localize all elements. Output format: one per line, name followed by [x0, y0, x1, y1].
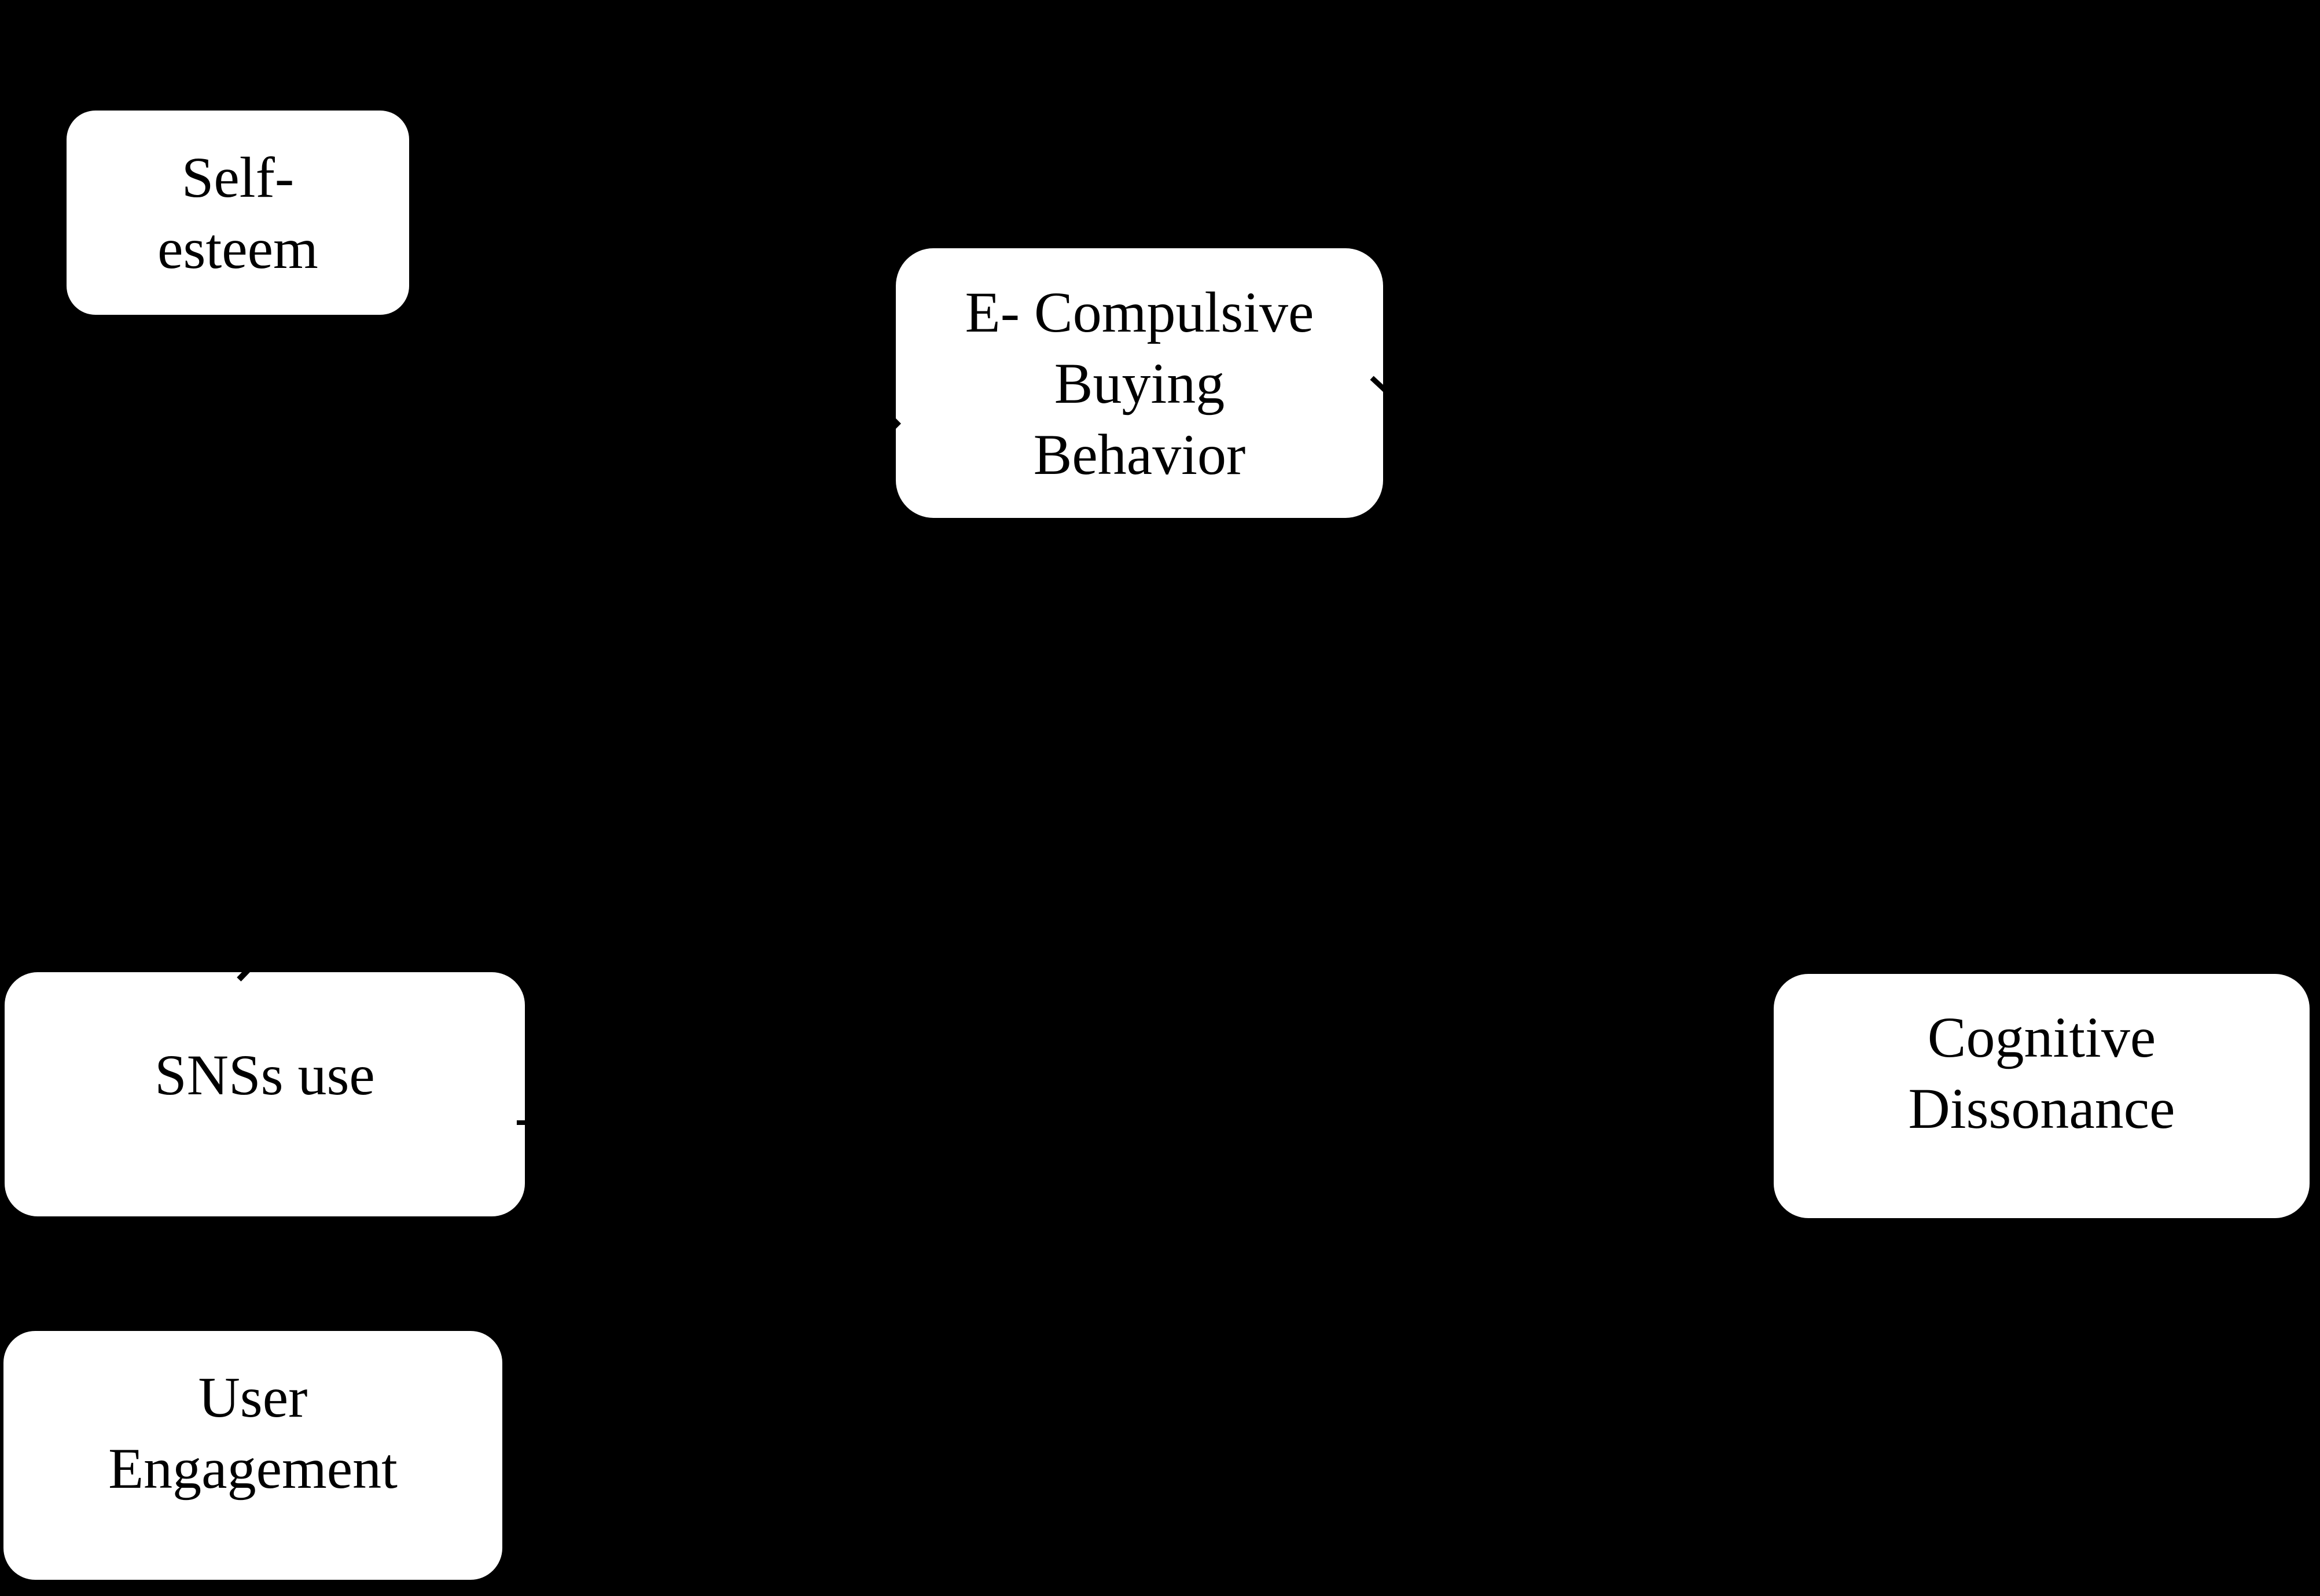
node-label-line: SNSs use: [155, 1042, 375, 1107]
node-label-line: Cognitive: [1927, 1005, 2156, 1069]
node-label-line: esteem: [157, 216, 318, 281]
node-label-line: Dissonance: [1908, 1076, 2175, 1141]
node-label-line: E- Compulsive: [965, 280, 1314, 344]
node-label-line: Engagement: [108, 1436, 398, 1501]
connector-line-mark: [517, 1120, 526, 1125]
node-snss-use: SNSs use: [5, 972, 525, 1216]
connector-arrowhead-mark: [895, 417, 901, 430]
node-label-line: Buying: [1054, 351, 1225, 415]
node-label-line: User: [198, 1365, 308, 1429]
node-e-compulsive-buying-behavior: E- Compulsive Buying Behavior: [896, 248, 1383, 518]
node-cognitive-dissonance: Cognitive Dissonance: [1774, 974, 2310, 1218]
node-self-esteem: Self- esteem: [67, 111, 409, 315]
node-label-line: Self-: [181, 145, 295, 209]
node-user-engagement: User Engagement: [3, 1331, 502, 1580]
node-label-line: Behavior: [1033, 422, 1246, 487]
